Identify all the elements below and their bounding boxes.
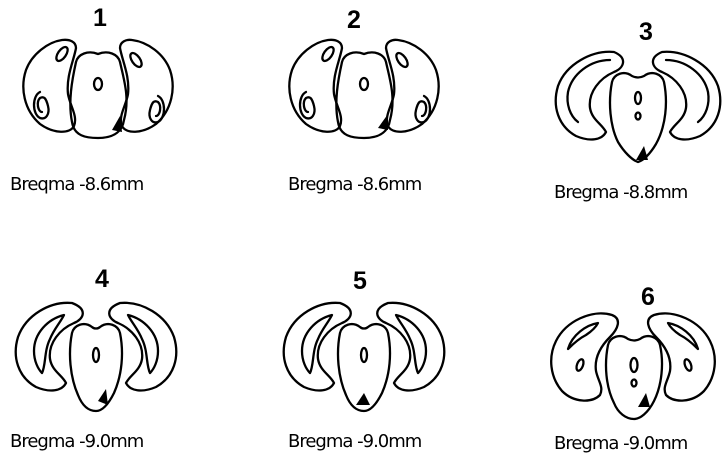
marker-triangle — [356, 393, 370, 405]
brain-section-diagram — [282, 299, 446, 415]
panel-number: 3 — [626, 20, 666, 45]
brain-section-outline — [14, 299, 178, 415]
brain-section-diagram — [284, 36, 454, 148]
bregma-label: Bregma -8.6mm — [288, 176, 421, 194]
brain-section-outline — [18, 36, 188, 148]
panel-4: 4 Bregma -9.0mm — [0, 233, 242, 466]
panel-number: 5 — [340, 269, 380, 294]
bregma-label: Bregma -9.0mm — [10, 433, 143, 451]
marker-triangle — [378, 114, 388, 130]
panel-5: 5 Bregma -9.0mm — [242, 233, 484, 466]
panel-3: 3 Bregma -8.8mm — [484, 0, 726, 233]
panel-number: 6 — [628, 285, 668, 310]
panel-1: 1 Breqma -8.6mm — [0, 0, 242, 233]
bregma-label: Bregma -9.0mm — [554, 435, 687, 453]
panel-6: 6 Bregma -9.0mm — [484, 233, 726, 466]
brain-section-outline — [552, 46, 724, 166]
brain-section-diagram — [548, 311, 718, 423]
brain-section-diagram — [14, 299, 178, 415]
brain-section-outline — [282, 299, 446, 415]
panel-2: 2 Bregma -8.6mm — [242, 0, 484, 233]
brain-section-diagram — [552, 46, 724, 166]
bregma-label: Bregma -8.8mm — [554, 184, 687, 202]
marker-triangle — [638, 393, 650, 407]
bregma-label: Breqma -8.6mm — [10, 176, 143, 194]
marker-triangle — [636, 146, 648, 160]
brain-section-diagram — [18, 36, 188, 148]
brain-section-outline — [284, 36, 454, 148]
panel-number: 2 — [334, 8, 374, 33]
bregma-label: Bregma -9.0mm — [288, 433, 421, 451]
brain-section-outline — [548, 311, 718, 423]
panel-number: 1 — [80, 6, 120, 31]
panel-number: 4 — [82, 267, 122, 292]
marker-triangle — [98, 389, 108, 405]
